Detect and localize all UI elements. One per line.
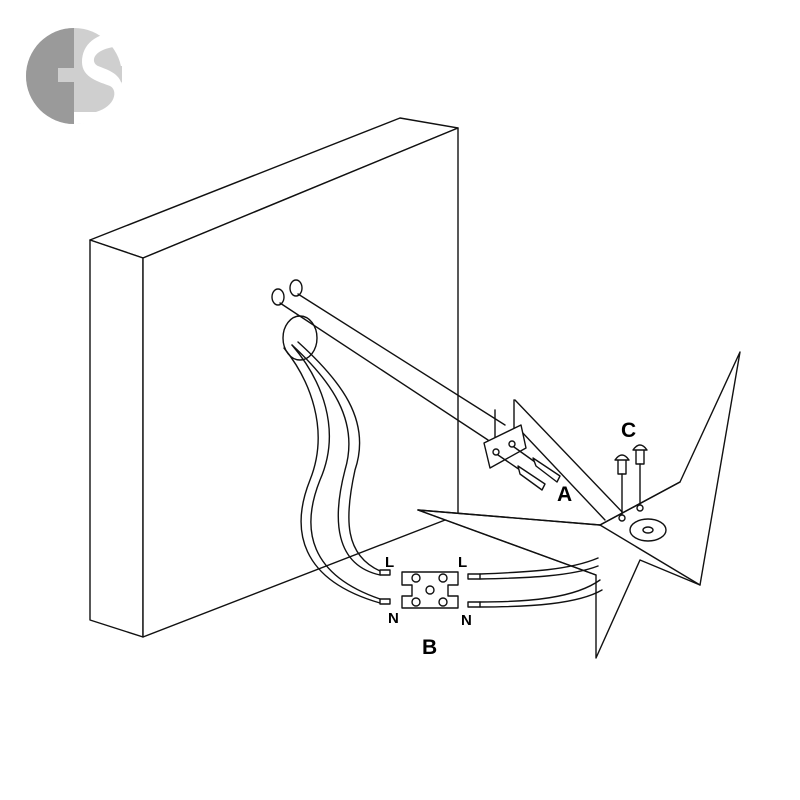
mounting-bracket (483, 399, 527, 469)
label-neutral-left: N (388, 610, 399, 627)
label-a: A (557, 483, 573, 506)
label-live-right: L (458, 554, 468, 571)
label-neutral-right: N (461, 612, 472, 629)
screws-a (497, 446, 561, 491)
label-b: B (422, 636, 438, 659)
mounting-hole-right (289, 279, 303, 297)
lamp-wires (467, 557, 603, 608)
brand-logo (26, 28, 122, 124)
wall-block (89, 117, 459, 638)
star-lamp (417, 351, 741, 659)
wall-wires (283, 341, 391, 605)
mounting-rods (279, 293, 626, 521)
label-live-left: L (385, 554, 395, 571)
screws-c (614, 444, 648, 522)
terminal-block (401, 571, 459, 609)
mounting-hole-left (271, 288, 285, 306)
label-c: C (621, 419, 637, 442)
